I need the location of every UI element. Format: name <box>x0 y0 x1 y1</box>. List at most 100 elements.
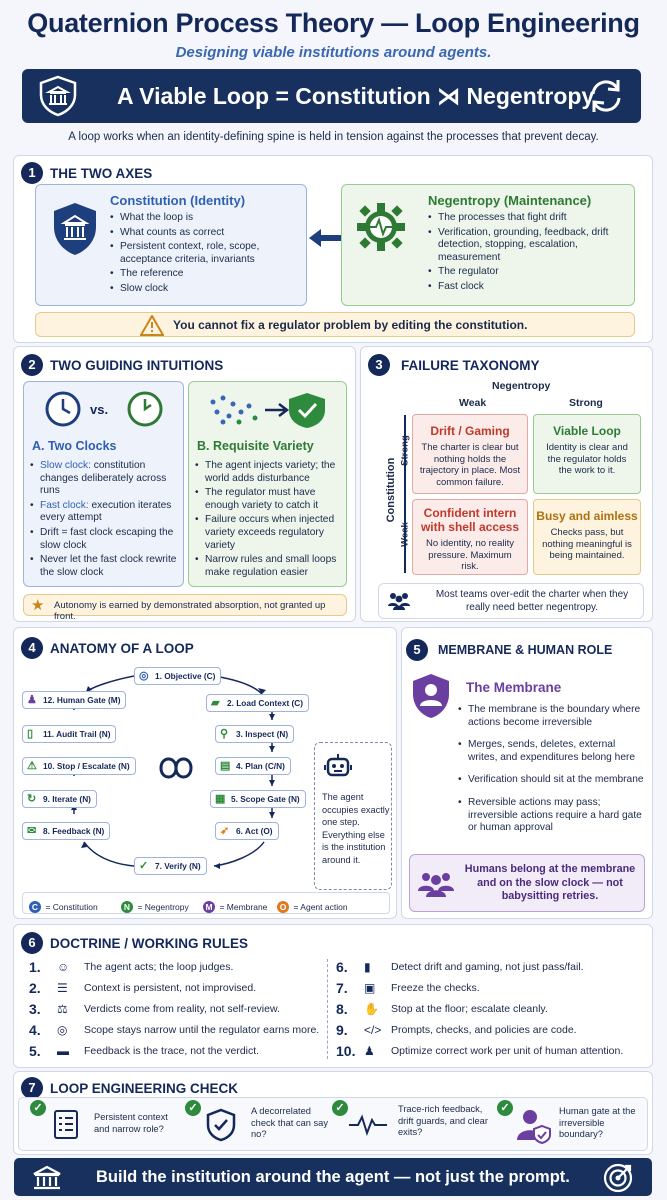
col-strong-label: Strong <box>569 397 603 409</box>
constitution-axis-label: Constitution <box>385 457 397 523</box>
cell-viable-loop: Viable Loop Identity is clear and the re… <box>533 414 641 494</box>
code-icon: </> <box>364 1023 382 1037</box>
list-item: The reference <box>110 268 300 281</box>
check-item: ✓ Persistent context and narrow role? <box>30 1100 180 1150</box>
list-item: Drift = fast clock escaping the slow clo… <box>30 527 182 552</box>
negentropy-axis-label: Negentropy <box>492 380 551 392</box>
team-icon <box>388 593 410 610</box>
col-weak-label: Weak <box>459 397 487 409</box>
warning-text: You cannot fix a regulator problem by ed… <box>173 318 528 332</box>
bar-chart-icon: ▮ <box>364 960 371 974</box>
two-clocks-box: vs. A. Two Clocks Slow clock: constituti… <box>23 381 184 587</box>
section-title: FAILURE TAXONOMY <box>401 358 540 373</box>
section-number: 4 <box>21 637 43 659</box>
cell-drift-gaming: Drift / Gaming The charter is clear but … <box>412 414 528 494</box>
institution-icon <box>33 1165 61 1190</box>
fast-clock-label: Fast clock: <box>40 499 89 511</box>
constitution-heading: Constitution (Identity) <box>110 193 246 208</box>
loop-node-stop-escalate: ⚠10. Stop / Escalate (N) <box>22 757 136 775</box>
folder-icon: ▰ <box>211 697 220 709</box>
scales-icon: ⚖ <box>57 1002 68 1016</box>
document-icon: ▯ <box>27 728 34 740</box>
loop-node-iterate: ↻9. Iterate (N) <box>22 790 97 808</box>
legend-item: C = Constitution <box>29 897 98 915</box>
person-shield-icon <box>517 1110 551 1144</box>
list-item: Reversible actions may pass; irreversibl… <box>458 797 644 835</box>
section-doctrine: 6 DOCTRINE / WORKING RULES 1.☺The agent … <box>13 924 653 1068</box>
loop-node-objective: ◎1. Objective (C) <box>134 667 222 685</box>
loop-node-verify: ✓7. Verify (N) <box>134 857 207 875</box>
check-item: ✓ A decorrelated check that can say no? <box>185 1100 335 1150</box>
footer-text: Build the institution around the agent —… <box>96 1168 570 1186</box>
robot-icon: ☺ <box>57 960 70 974</box>
gate-icon: ▦ <box>215 793 226 805</box>
list-item: Verification should sit at the membrane <box>458 774 644 787</box>
section-failure-taxonomy: 3 FAILURE TAXONOMY Negentropy Weak Stron… <box>360 346 653 622</box>
loop-node-inspect: ⚲3. Inspect (N) <box>215 725 295 743</box>
people-group-icon <box>418 873 454 897</box>
target-arrow-icon <box>603 1163 633 1193</box>
section-title: TWO GUIDING INTUITIONS <box>50 358 224 373</box>
refresh-cycle-icon <box>591 80 621 112</box>
list-item: The regulator <box>428 266 628 279</box>
section-number: 6 <box>21 932 43 954</box>
gear-pulse-icon <box>357 203 405 251</box>
checkmark-icon: ✓ <box>332 1100 348 1116</box>
constitution-list: What the loop is What counts as correct … <box>110 212 300 298</box>
agent-note-text: The agent occupies exactly one step. Eve… <box>322 792 390 865</box>
autonomy-text: Autonomy is earned by demonstrated absor… <box>54 600 326 622</box>
loop-node-human-gate: ♟12. Human Gate (M) <box>22 691 127 709</box>
page-subtitle: Designing viable institutions around age… <box>175 44 492 61</box>
human-role-text: Humans belong at the membrane and on the… <box>464 863 636 902</box>
list-item: The membrane is the boundary where actio… <box>458 704 644 729</box>
list-item: Slow clock <box>110 283 300 296</box>
intro-text: A loop works when an identity-defining s… <box>68 131 599 143</box>
stop-hand-icon: ✋ <box>364 1002 379 1016</box>
section-guiding-intuitions: 2 TWO GUIDING INTUITIONS vs. A. Two Cloc… <box>13 346 356 622</box>
loop-node-scope-gate: ▦5. Scope Gate (N) <box>210 790 306 808</box>
footer-banner: Build the institution around the agent —… <box>14 1158 652 1196</box>
lock-icon: ▣ <box>364 981 376 995</box>
list-item: Never let the fast clock rewrite the slo… <box>30 554 182 579</box>
cell-busy-aimless: Busy and aimless Checks pass, but nothin… <box>533 499 641 575</box>
legend-item: O = Agent action <box>277 897 348 915</box>
list-item: Merges, sends, deletes, external writes,… <box>458 739 644 764</box>
person-settings-icon: ♟ <box>364 1044 375 1058</box>
fast-clock-icon <box>127 391 163 427</box>
negentropy-list: The processes that fight drift Verificat… <box>428 212 628 296</box>
cycle-icon: ↻ <box>27 793 37 805</box>
charter-note-text: Most teams over-edit the charter when th… <box>435 589 629 613</box>
warning-triangle-icon <box>140 315 164 336</box>
check-item: ✓ Human gate at the irreversible boundar… <box>497 1100 647 1150</box>
loop-node-act: ➶6. Act (O) <box>215 822 279 840</box>
shield-institution-icon <box>39 75 77 117</box>
target-icon: ◎ <box>139 670 149 682</box>
robot-icon <box>324 754 352 777</box>
list-item: Fast clock <box>428 281 628 294</box>
section-title: THE TWO AXES <box>50 166 153 181</box>
section-anatomy-loop: 4 ANATOMY OF A LOOP ◎1. Objective (C) ▰2… <box>13 627 397 919</box>
list-item: Fast clock: execution iterates every att… <box>30 500 182 525</box>
requisite-variety-box: B. Requisite Variety The agent injects v… <box>188 381 347 587</box>
list-item: Persistent context, role, scope, accepta… <box>110 241 300 266</box>
list-item: Slow clock: constitution changes deliber… <box>30 460 182 498</box>
list-item: The agent injects variety; the world add… <box>195 460 343 485</box>
rocket-icon: ➶ <box>220 825 230 837</box>
membrane-shield-person-icon <box>413 674 449 718</box>
legend-item: M = Membrane <box>203 897 267 915</box>
section-title: DOCTRINE / WORKING RULES <box>50 936 248 951</box>
loop-node-audit-trail: ▯11. Audit Trail (N) <box>22 725 117 743</box>
clock-icon <box>45 391 81 427</box>
section-number: 3 <box>368 354 390 376</box>
page-title: Quaternion Process Theory — Loop Enginee… <box>27 8 640 38</box>
section-title: ANATOMY OF A LOOP <box>50 641 194 656</box>
checkmark-icon: ✓ <box>185 1100 201 1116</box>
pulse-wave-icon <box>349 1114 387 1136</box>
agent-note: The agent occupies exactly one step. Eve… <box>314 742 392 890</box>
section-number: 7 <box>21 1077 43 1099</box>
loop-node-load-context: ▰2. Load Context (C) <box>206 694 310 712</box>
variety-filter-icon <box>210 393 325 428</box>
requisite-variety-list: The agent injects variety; the world add… <box>195 460 343 581</box>
list-item: The processes that fight drift <box>428 212 628 225</box>
checklist-icon <box>54 1110 78 1139</box>
